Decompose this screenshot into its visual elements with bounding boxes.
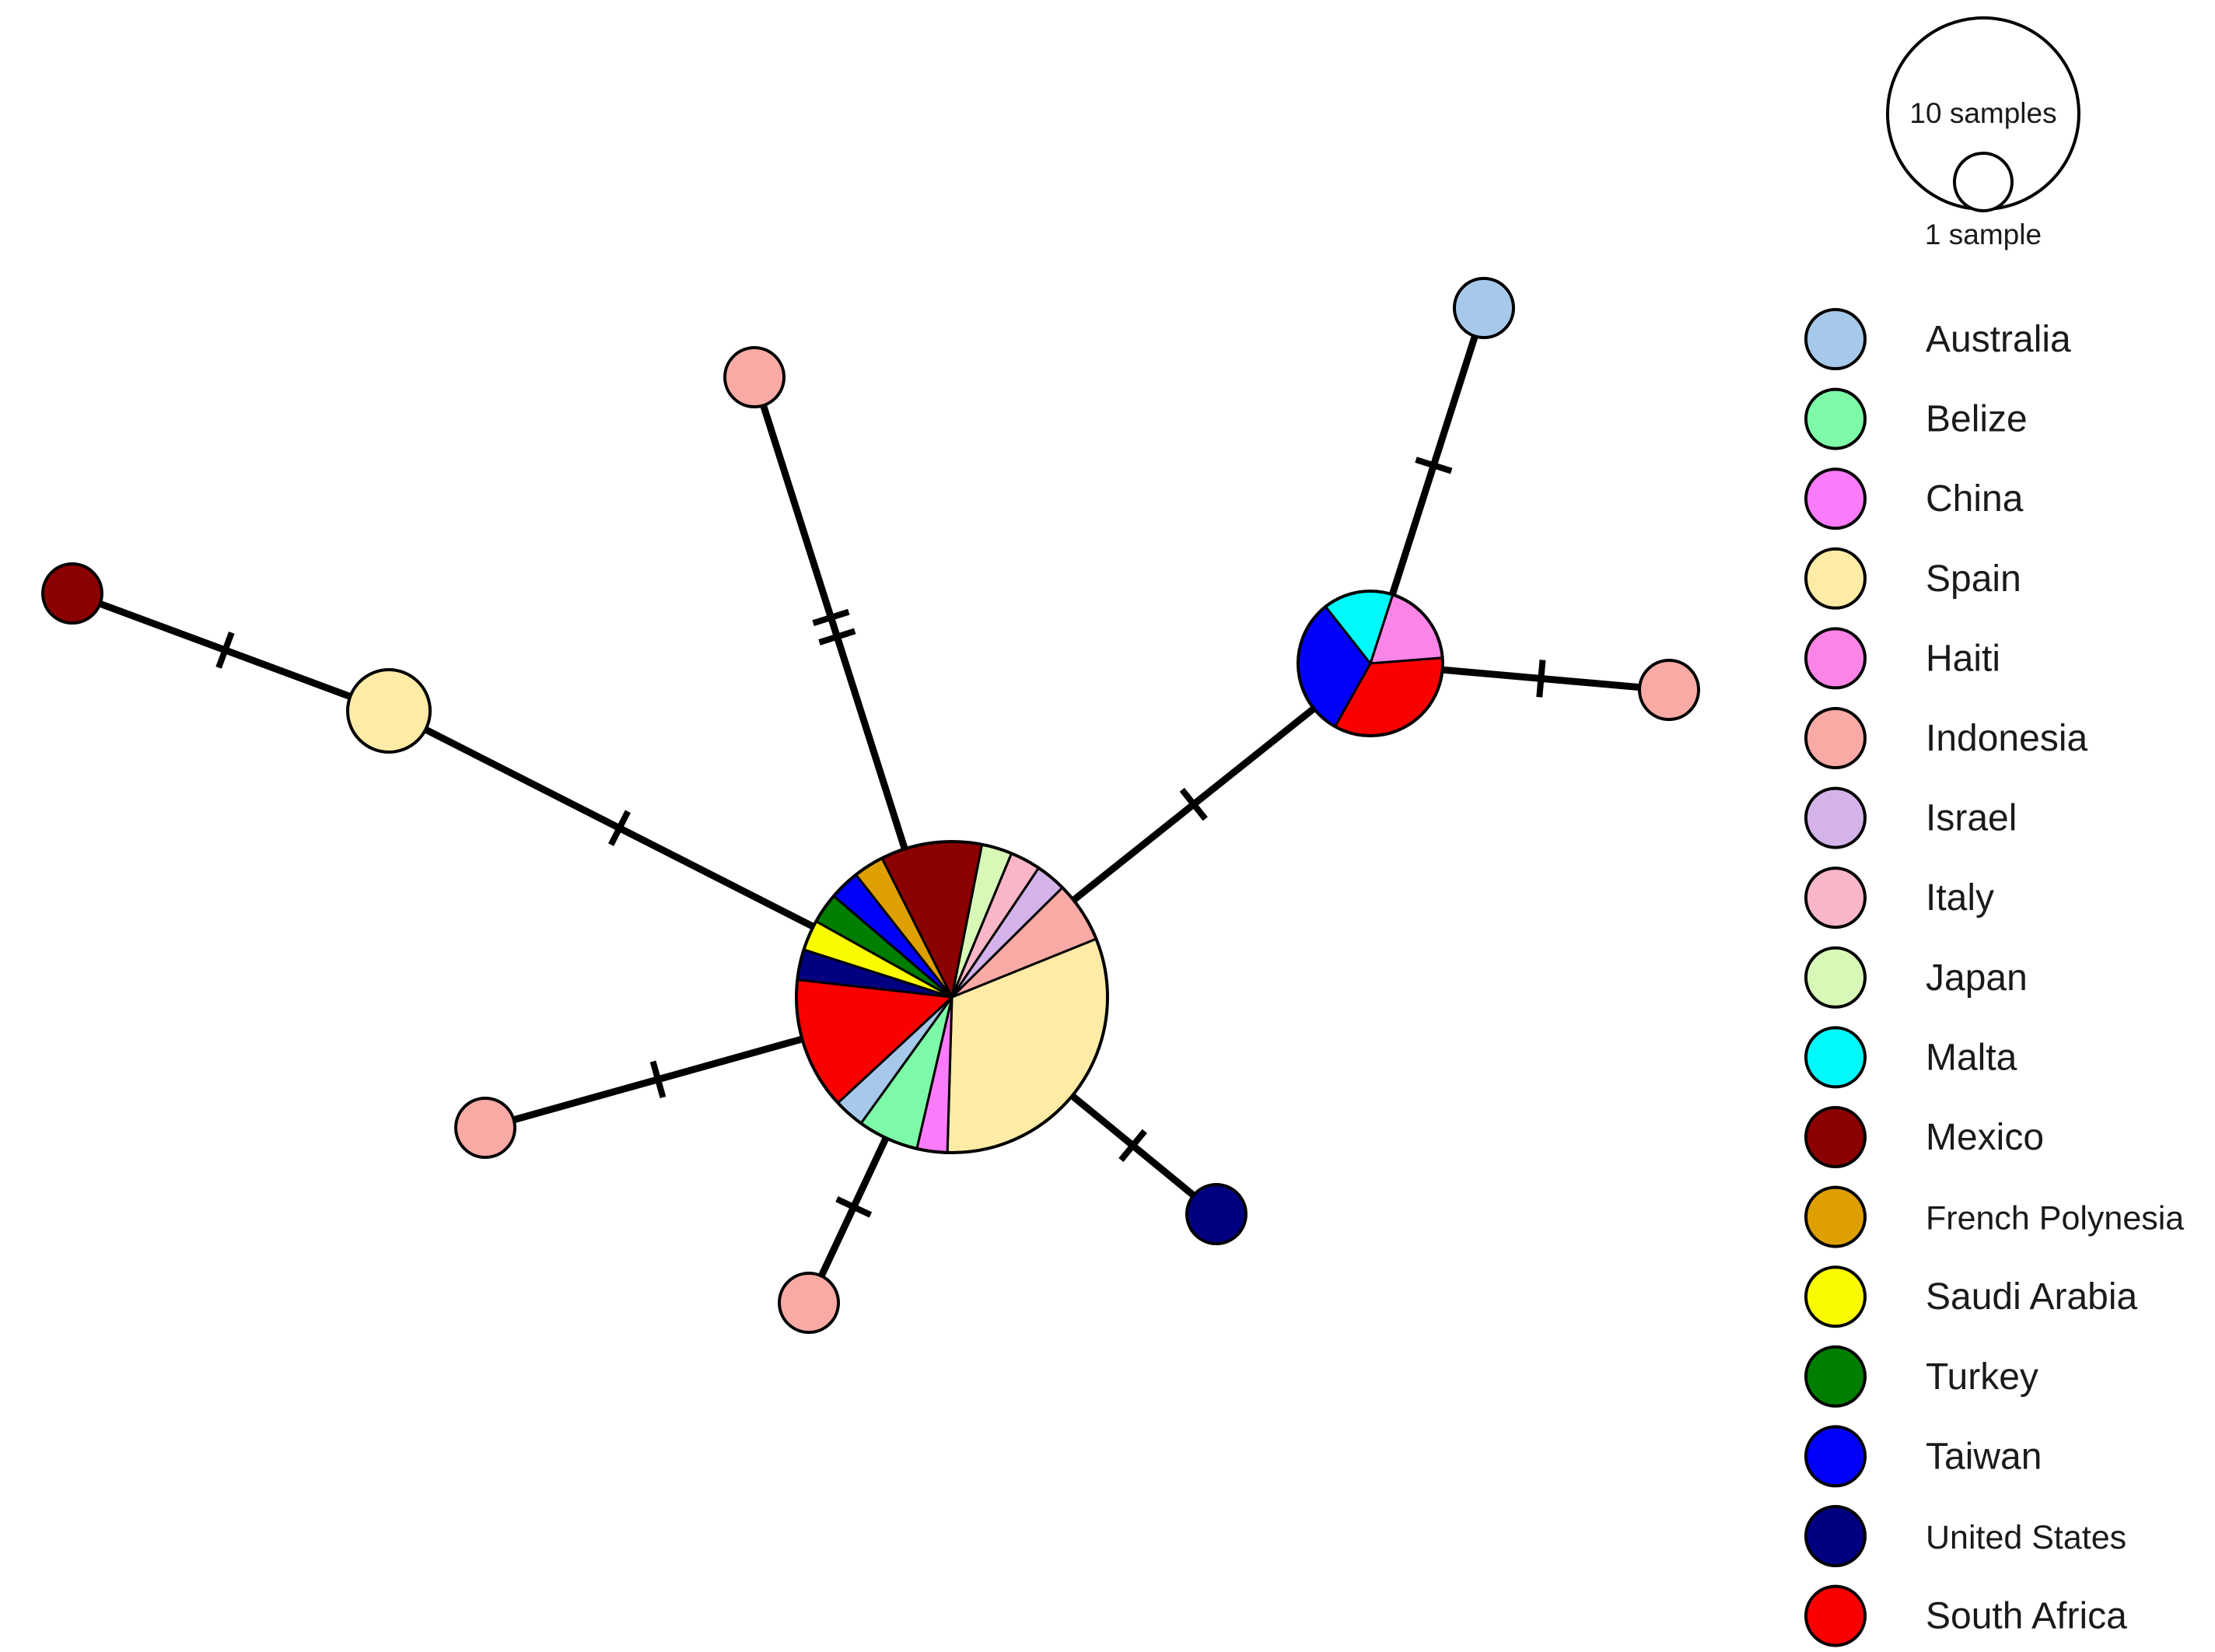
legend-swatch <box>1804 627 1867 690</box>
haplotype-node-australia-node <box>1453 277 1515 339</box>
legend-label: Belize <box>1926 399 2028 440</box>
legend-label: China <box>1926 478 2024 520</box>
legend-item-united_states: United States <box>1804 1505 2126 1567</box>
legend-item-indonesia: Indonesia <box>1804 707 2087 769</box>
legend-label: Mexico <box>1926 1117 2044 1158</box>
legend-swatch <box>1804 1345 1867 1408</box>
haplotype-node-spain-node <box>346 668 432 754</box>
legend-swatch <box>1804 308 1867 370</box>
legend-item-taiwan: Taiwan <box>1804 1425 2042 1488</box>
mutation-mark <box>1179 787 1208 821</box>
pie-slice-indonesia <box>723 346 786 408</box>
legend-swatch <box>1804 1425 1867 1488</box>
pie-slice-mexico <box>41 562 103 625</box>
scale-label-large: 10 samples <box>1909 97 2056 129</box>
legend-item-saudi_arabia: Saudi Arabia <box>1804 1265 2138 1328</box>
legend-item-israel: Israel <box>1804 786 2017 849</box>
legend-label: Australia <box>1926 319 2071 360</box>
legend-label: Indonesia <box>1926 718 2087 759</box>
legend-item-mexico: Mexico <box>1804 1106 2044 1168</box>
mutation-mark <box>835 1196 873 1218</box>
legend-label: Saudi Arabia <box>1926 1276 2138 1318</box>
haplotype-node-indonesia-right <box>1638 659 1700 721</box>
pie-slice-australia <box>1453 277 1515 339</box>
pie-slice-indonesia <box>454 1097 516 1159</box>
mutation-mark <box>649 1060 667 1099</box>
legend-swatch <box>1804 1106 1867 1168</box>
legend-label: South Africa <box>1926 1596 2127 1637</box>
pie-slice-indonesia <box>1638 659 1700 721</box>
haplotype-node-right-hub <box>1296 590 1444 737</box>
legend-swatch <box>1804 786 1867 849</box>
legend-label: Israel <box>1926 798 2017 839</box>
legend-swatch <box>1804 946 1867 1009</box>
legend-item-australia: Australia <box>1804 308 2071 370</box>
haplotype-node-indonesia-bottom <box>778 1272 840 1334</box>
haplotype-node-mexico-node <box>41 562 103 625</box>
legend-item-south_africa: South Africa <box>1804 1584 2127 1647</box>
pie-slice-united_states <box>1185 1183 1247 1245</box>
mutation-mark <box>1536 660 1546 698</box>
sample-size-scale: 10 samples 1 sample <box>1886 16 2080 250</box>
network-edges <box>68 304 1673 1307</box>
legend-label: Haiti <box>1926 638 2000 679</box>
haplotype-node-united-states-node <box>1185 1183 1247 1245</box>
legend-label: Italy <box>1926 877 1994 919</box>
haplotype-node-indonesia-top <box>723 346 786 408</box>
legend-label: Turkey <box>1926 1356 2038 1398</box>
legend-item-french_polynesia: French Polynesia <box>1804 1185 2184 1248</box>
mutation-mark <box>812 608 850 627</box>
legend-item-belize: Belize <box>1804 387 2028 450</box>
scale-circle-small <box>1953 152 2014 212</box>
legend-swatch <box>1804 1505 1867 1567</box>
pie-slice-indonesia <box>778 1272 840 1334</box>
haplotype-node-central <box>795 840 1109 1154</box>
legend-swatch <box>1804 547 1867 610</box>
legend-item-turkey: Turkey <box>1804 1345 2038 1408</box>
legend-swatch <box>1804 1185 1867 1248</box>
legend-item-haiti: Haiti <box>1804 627 2000 690</box>
legend-swatch <box>1804 1265 1867 1328</box>
edge-spain-node-mexico-node <box>68 590 393 715</box>
haplotype-node-indonesia-left <box>454 1097 516 1159</box>
legend-swatch <box>1804 1026 1867 1089</box>
legend-label: Malta <box>1926 1037 2017 1078</box>
mutation-mark <box>608 810 631 846</box>
legend-item-spain: Spain <box>1804 547 2021 610</box>
legend-label: Taiwan <box>1926 1436 2042 1477</box>
legend-label: Japan <box>1926 957 2028 999</box>
legend-item-italy: Italy <box>1804 866 1994 929</box>
legend-swatch <box>1804 467 1867 530</box>
legend-label: Spain <box>1926 558 2021 600</box>
legend-label: French Polynesia <box>1926 1200 2184 1237</box>
mutation-mark <box>1415 457 1453 474</box>
legend-swatch <box>1804 866 1867 929</box>
legend-label: United States <box>1926 1519 2126 1556</box>
legend-swatch <box>1804 387 1867 450</box>
legend-item-japan: Japan <box>1804 946 2028 1009</box>
legend-swatch <box>1804 707 1867 769</box>
pie-outline <box>1296 590 1444 737</box>
legend-item-malta: Malta <box>1804 1026 2017 1089</box>
mutation-mark <box>818 628 856 646</box>
country-legend: AustraliaBelizeChinaSpainHaitiIndonesiaI… <box>1804 308 2184 1647</box>
network-nodes <box>41 277 1700 1334</box>
legend-swatch <box>1804 1584 1867 1647</box>
pie-outline <box>795 840 1109 1154</box>
mutation-mark <box>215 631 235 669</box>
scale-label-small: 1 sample <box>1925 219 2042 250</box>
legend-item-china: China <box>1804 467 2024 530</box>
pie-slice-spain <box>346 668 432 754</box>
mutation-mark <box>1118 1129 1147 1162</box>
